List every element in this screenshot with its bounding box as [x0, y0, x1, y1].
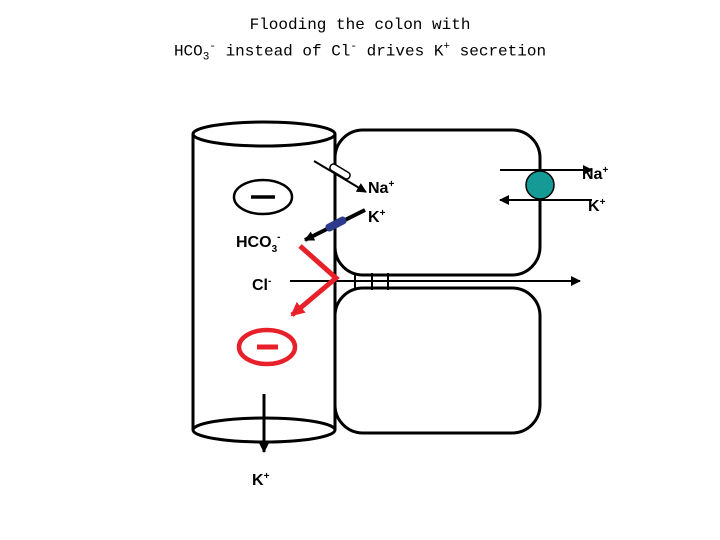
label-k-apical: K+ — [368, 208, 386, 226]
title-line-1: Flooding the colon with — [249, 16, 471, 34]
negative-charge-black-icon — [232, 178, 294, 216]
negative-charge-red-icon — [236, 327, 298, 367]
na-channel-icon — [313, 160, 367, 193]
label-k-basolateral: K+ — [588, 197, 606, 215]
title-line-2: HCO3- instead of Cl- drives K+ secretion — [173, 41, 547, 64]
hco3-cl-exchange-arrow — [290, 244, 340, 317]
epithelial-cell-lower — [333, 286, 542, 435]
slide-title: Flooding the colon with HCO3- instead of… — [0, 14, 720, 69]
k-channel-icon — [304, 208, 366, 242]
label-k-secreted: K+ — [252, 471, 270, 489]
label-cl: Cl- — [252, 276, 271, 294]
cylinder-top-rim — [191, 120, 337, 148]
epithelial-cell-upper — [333, 128, 542, 277]
label-na-apical: Na+ — [368, 179, 394, 197]
label-na-basolateral: Na+ — [582, 165, 608, 183]
na-k-pump-icon — [499, 165, 593, 205]
label-hco3: HCO3- — [236, 232, 280, 255]
